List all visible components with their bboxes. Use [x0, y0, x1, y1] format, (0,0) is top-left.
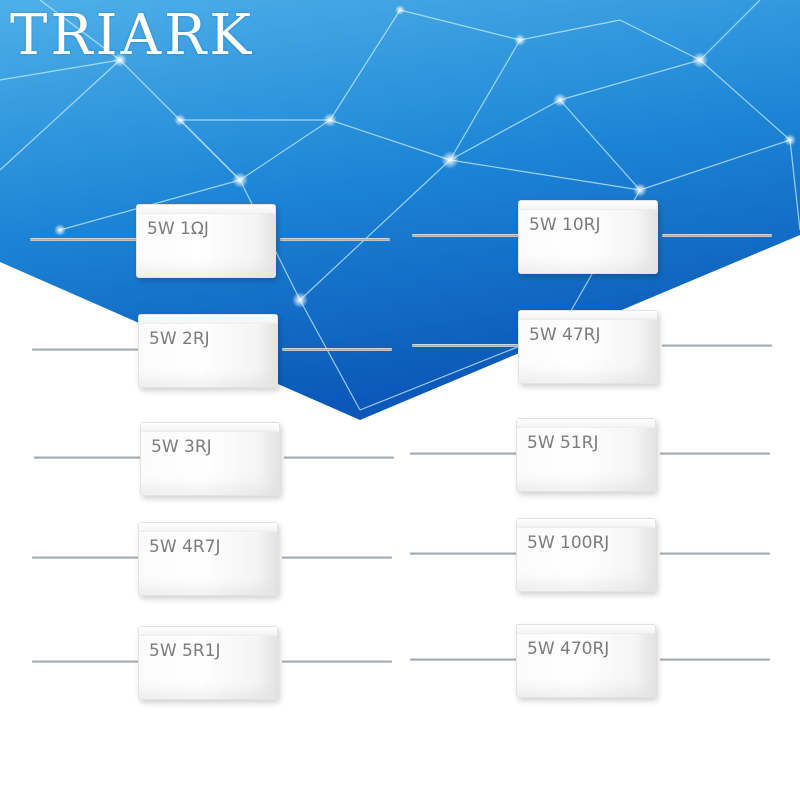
lead-wire [280, 238, 390, 241]
resistor-10ohm: 5W 10RJ [412, 196, 772, 276]
resistor-label: 5W 2RJ [149, 329, 210, 349]
resistor-470ohm: 5W 470RJ [410, 620, 770, 700]
resistor-body: 5W 3RJ [140, 422, 280, 496]
resistor-4r7ohm: 5W 4R7J [32, 518, 392, 598]
lead-wire [662, 234, 772, 237]
resistor-label: 5W 100RJ [527, 533, 610, 553]
lead-wire [660, 452, 770, 455]
network-nodes [54, 5, 796, 336]
resistor-label: 5W 4R7J [149, 537, 221, 557]
lead-wire [282, 348, 392, 351]
resistor-label: 5W 3RJ [151, 437, 212, 457]
brand-logo: TRIARK [10, 3, 255, 68]
resistor-body: 5W 4R7J [138, 522, 278, 596]
resistor-2ohm: 5W 2RJ [32, 310, 392, 390]
lead-wire [282, 556, 392, 559]
lead-wire [662, 344, 772, 347]
resistor-47ohm: 5W 47RJ [412, 306, 772, 386]
resistor-body: 5W 51RJ [516, 418, 656, 492]
lead-wire [282, 660, 392, 663]
lead-wire [32, 348, 142, 351]
lead-wire [410, 452, 520, 455]
resistor-label: 5W 51RJ [527, 433, 599, 453]
resistor-label: 5W 5R1J [149, 641, 221, 661]
resistor-label: 5W 47RJ [529, 325, 601, 345]
resistor-label: 5W 1ΩJ [147, 219, 209, 239]
lead-wire [410, 658, 520, 661]
resistor-body: 5W 470RJ [516, 624, 656, 698]
resistor-3ohm: 5W 3RJ [34, 418, 394, 498]
lead-wire [284, 456, 394, 459]
lead-wire [660, 658, 770, 661]
lead-wire [660, 552, 770, 555]
resistor-label: 5W 470RJ [527, 639, 610, 659]
resistor-body: 5W 10RJ [518, 200, 658, 274]
lead-wire [410, 552, 520, 555]
resistor-body: 5W 1ΩJ [136, 204, 276, 278]
resistor-label: 5W 10RJ [529, 215, 601, 235]
resistor-body: 5W 5R1J [138, 626, 278, 700]
resistor-body: 5W 100RJ [516, 518, 656, 592]
resistor-100ohm: 5W 100RJ [410, 514, 770, 594]
lead-wire [32, 556, 142, 559]
lead-wire [412, 234, 522, 237]
resistor-1ohm: 5W 1ΩJ [30, 200, 390, 280]
lead-wire [412, 344, 522, 347]
lead-wire [30, 238, 140, 241]
lead-wire [32, 660, 142, 663]
resistor-body: 5W 47RJ [518, 310, 658, 384]
resistor-body: 5W 2RJ [138, 314, 278, 388]
lead-wire [34, 456, 144, 459]
resistor-5r1ohm: 5W 5R1J [32, 622, 392, 702]
resistor-51ohm: 5W 51RJ [410, 414, 770, 494]
